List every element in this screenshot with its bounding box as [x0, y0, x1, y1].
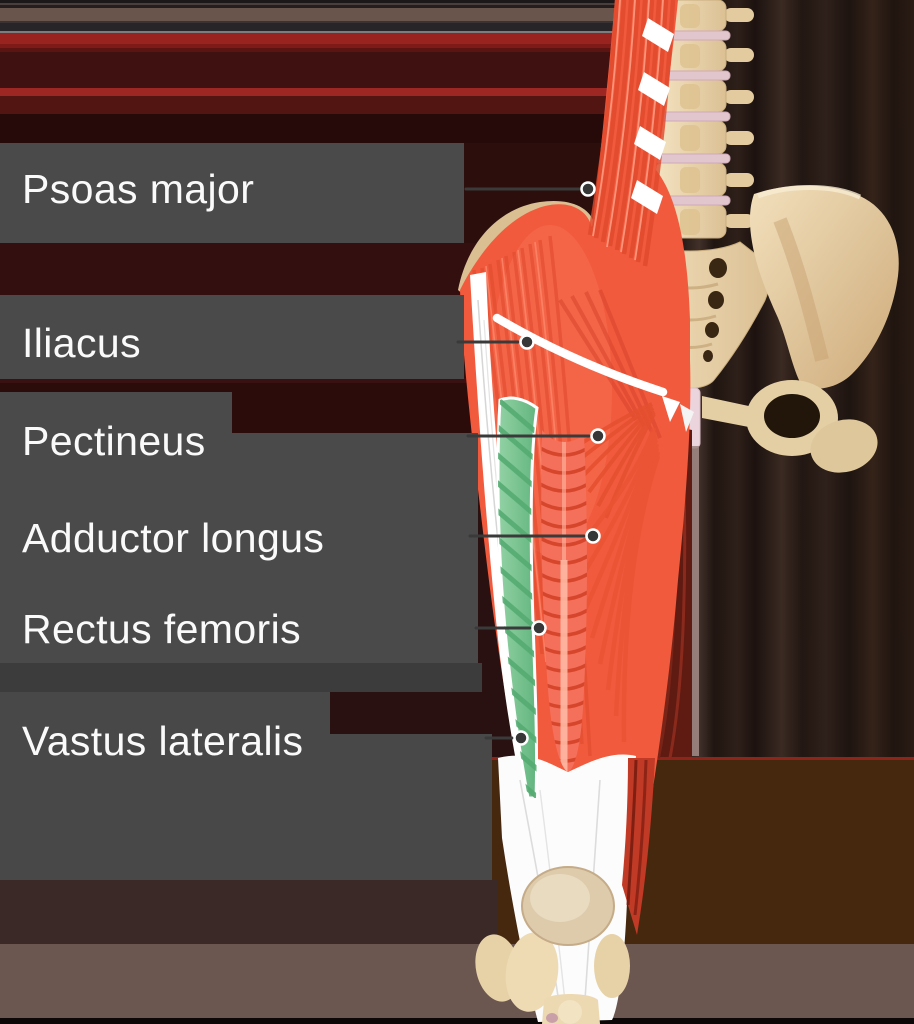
- patella: [521, 866, 615, 946]
- vastus-medialis-sliver: [622, 758, 655, 935]
- label-rectus-femoris[interactable]: Rectus femoris: [22, 606, 302, 652]
- label-bar-psoas-major[interactable]: [0, 143, 464, 243]
- ligament-end: [662, 396, 680, 422]
- label-bar-iliacus[interactable]: [0, 295, 464, 379]
- obturator-foramen: [764, 394, 820, 438]
- label-adductor-longus[interactable]: Adductor longus: [22, 515, 325, 561]
- background-band-bottom-left: [0, 880, 497, 944]
- adductor-longus-fibers: [566, 427, 661, 743]
- knee-bones: [475, 932, 630, 1024]
- label-bar-block[interactable]: [0, 433, 478, 663]
- label-bar-pectineus-notch[interactable]: [0, 392, 232, 433]
- pelvis-right: [702, 185, 899, 473]
- ligament-end-2: [680, 404, 694, 432]
- label-bar-divider-band: [0, 663, 482, 692]
- label-psoas-major[interactable]: Psoas major: [22, 166, 255, 212]
- label-iliacus[interactable]: Iliacus: [22, 320, 142, 366]
- label-bar-vastus-lateralis[interactable]: [0, 734, 492, 880]
- ischium: [810, 419, 878, 473]
- spine-ligament-strips: [631, 18, 674, 214]
- illustration-svg: [458, 0, 914, 1024]
- thigh-muscles-illustration: [440, 0, 914, 1024]
- pubic-ramus: [702, 396, 758, 428]
- inguinal-ligament: [492, 313, 668, 397]
- label-bar-vastus-lateralis-top[interactable]: [0, 692, 330, 734]
- label-pectineus[interactable]: Pectineus: [22, 418, 206, 464]
- label-vastus-lateralis[interactable]: Vastus lateralis: [22, 718, 304, 764]
